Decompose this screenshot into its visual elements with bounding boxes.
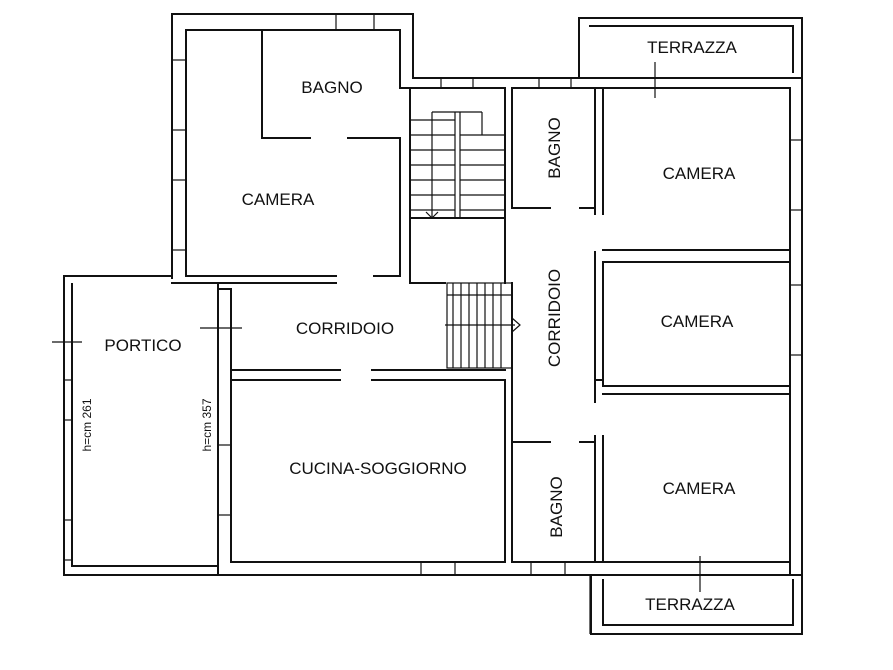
label-bagno-top: BAGNO	[301, 78, 362, 97]
terrace-details	[52, 62, 701, 634]
label-camera-r3: CAMERA	[663, 479, 736, 498]
label-portico: PORTICO	[104, 336, 181, 355]
label-cucina-soggiorno: CUCINA-SOGGIORNO	[289, 459, 467, 478]
label-camera-r1: CAMERA	[663, 164, 736, 183]
label-bagno-bottom: BAGNO	[547, 476, 566, 537]
label-camera-r2: CAMERA	[661, 312, 734, 331]
label-terrazza-bottom: TERRAZZA	[645, 595, 735, 614]
label-corridoio-main: CORRIDOIO	[296, 319, 394, 338]
label-height-portico-outer: h=cm 261	[80, 398, 94, 451]
windows	[63, 13, 803, 576]
room-labels: BAGNO CAMERA CORRIDOIO PORTICO CUCINA-SO…	[80, 38, 738, 614]
label-camera-left: CAMERA	[242, 190, 315, 209]
stairs	[410, 111, 521, 369]
label-corridoio-vertical: CORRIDOIO	[545, 269, 564, 367]
label-bagno-mid: BAGNO	[545, 117, 564, 178]
label-height-portico-inner: h=cm 357	[200, 398, 214, 451]
label-terrazza-top: TERRAZZA	[647, 38, 737, 57]
interior-walls	[185, 29, 791, 563]
